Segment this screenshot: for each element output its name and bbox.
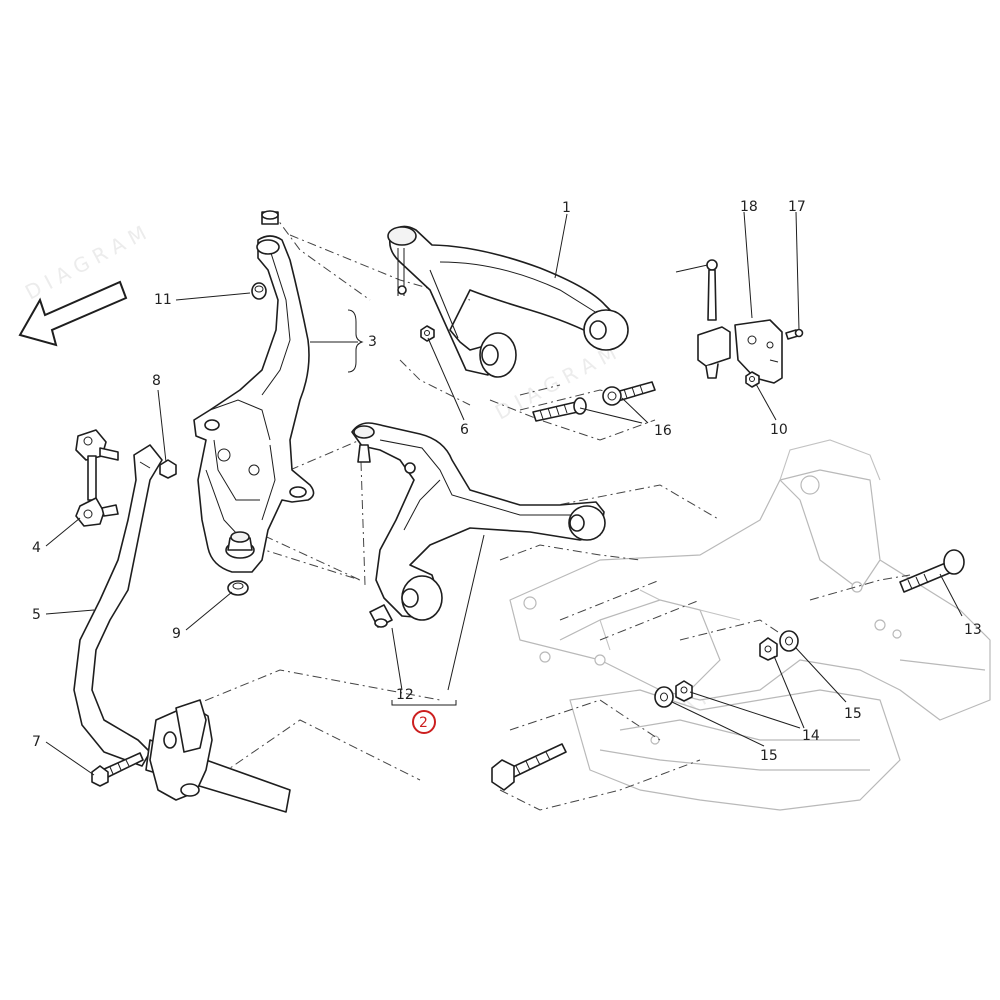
- ball-joint-knuckle: [261, 210, 279, 225]
- highlighted-callout-2: 2: [412, 710, 436, 734]
- pin-12: [369, 604, 393, 628]
- steering-knuckle: [193, 235, 315, 573]
- callout-5: 5: [32, 607, 41, 623]
- nut-14b: [675, 680, 693, 702]
- boot-knuckle: [225, 531, 255, 559]
- callout-11: 11: [154, 292, 172, 308]
- callout-14: 14: [802, 728, 820, 744]
- nut-8: [159, 459, 177, 479]
- callout-12: 12: [396, 687, 414, 703]
- callout-1: 1: [562, 200, 571, 216]
- callout-13: 13: [964, 622, 982, 638]
- callout-6: 6: [460, 422, 469, 438]
- callout-2: 2: [419, 715, 428, 731]
- callout-16: 16: [654, 423, 672, 439]
- lower-control-arm: [351, 422, 606, 621]
- callout-18: 18: [740, 199, 758, 215]
- svg-text:D I A G R A M: D I A G R A M: [21, 221, 150, 305]
- bolt-7: [91, 752, 144, 787]
- bolt-13: [899, 549, 965, 593]
- subframe-ghost: [509, 439, 991, 811]
- screw-17: [785, 328, 804, 340]
- nut-14a: [759, 637, 778, 661]
- washer-15b: [654, 686, 674, 708]
- callout-9: 9: [172, 626, 181, 642]
- callout-4: 4: [32, 540, 41, 556]
- leader-lines: [45, 211, 963, 776]
- nut-9: [227, 580, 249, 596]
- direction-arrow: [18, 280, 128, 347]
- nut-11: [251, 282, 267, 300]
- bushing-bracket: [149, 699, 213, 801]
- washer-15a: [779, 630, 799, 652]
- stabilizer-link: [75, 429, 119, 527]
- callout-15-right: 15: [844, 706, 862, 722]
- bolt-16b: [602, 381, 656, 406]
- callout-17: 17: [788, 199, 806, 215]
- highlight-ring: [412, 710, 436, 734]
- height-sensor: [675, 259, 783, 384]
- callout-15-left: 15: [760, 748, 778, 764]
- callout-7: 7: [32, 734, 41, 750]
- nut-6: [420, 325, 435, 342]
- upper-control-arm: [387, 225, 629, 378]
- bolt-subframe: [491, 743, 567, 791]
- callout-labels: 1 18 17 11 3 8 6 16 10 4 5 9 13 12 15 14…: [32, 199, 982, 764]
- callout-3: 3: [368, 334, 377, 350]
- nut-10: [745, 371, 760, 388]
- callout-10: 10: [770, 422, 788, 438]
- bolt-16a: [532, 397, 587, 422]
- watermark: D I A G R A M D I A G R A M D I A G R A …: [21, 221, 720, 765]
- callout-8: 8: [152, 373, 161, 389]
